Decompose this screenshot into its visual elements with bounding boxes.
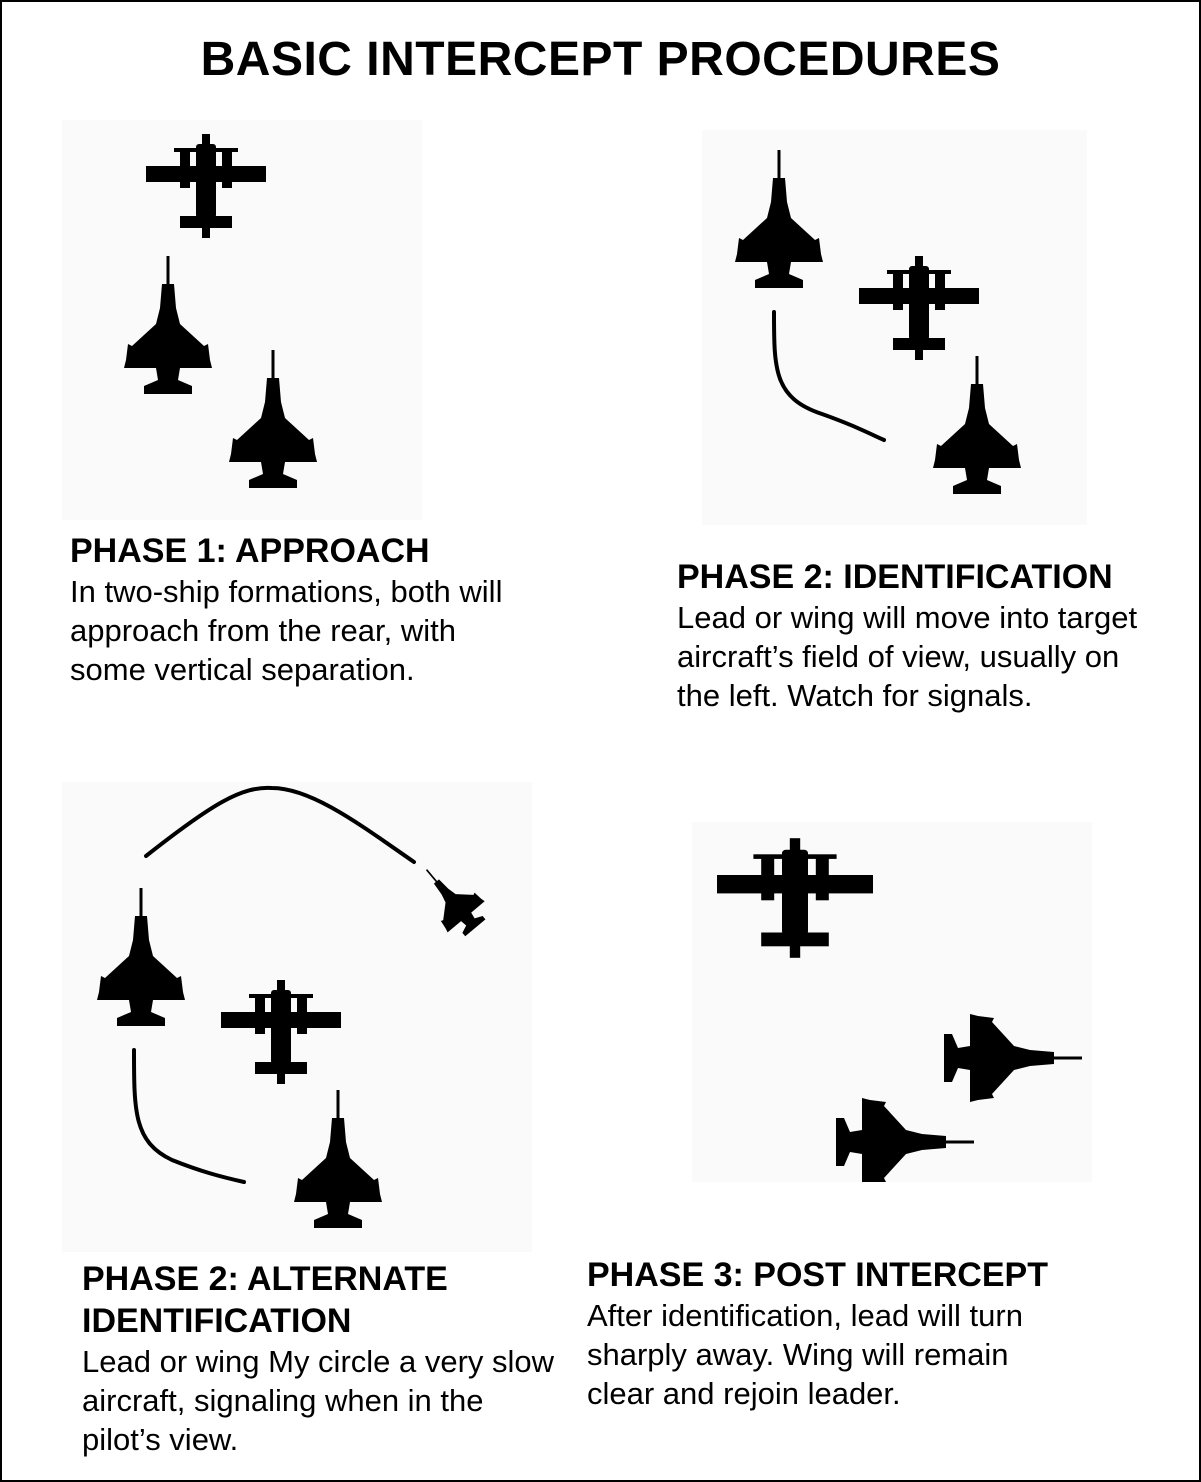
phase2-alternate-illustration <box>62 782 532 1252</box>
phase3-text: After identification, lead will turn sha… <box>587 1298 1023 1411</box>
page-title: BASIC INTERCEPT PROCEDURES <box>200 33 1001 86</box>
phase2-text: Lead or wing will move into target aircr… <box>677 600 1138 713</box>
phase2-heading: PHASE 2: IDENTIFICATION <box>677 558 1113 596</box>
phase3-caption: PHASE 3: POST INTERCEPT After identifica… <box>587 1254 1127 1413</box>
circling-path-line <box>144 785 416 864</box>
flight-path-line <box>132 1048 246 1184</box>
phase2-alternate-heading-line1: PHASE 2: ALTERNATE <box>82 1260 448 1298</box>
phase2-alternate-caption: PHASE 2: ALTERNATE IDENTIFICATION Lead o… <box>82 1258 562 1459</box>
phase1-illustration <box>62 120 422 520</box>
phase1-heading: PHASE 1: APPROACH <box>70 532 430 570</box>
phase2-caption: PHASE 2: IDENTIFICATION Lead or wing wil… <box>677 556 1192 715</box>
phase2-alternate-text: Lead or wing My circle a very slow aircr… <box>82 1344 555 1457</box>
phase3-heading: PHASE 3: POST INTERCEPT <box>587 1256 1048 1294</box>
phase3-illustration <box>692 822 1092 1182</box>
phase1-caption: PHASE 1: APPROACH In two-ship formations… <box>70 530 540 689</box>
phase1-text: In two-ship formations, both will approa… <box>70 574 503 687</box>
phase2-illustration <box>702 130 1087 525</box>
flight-path-line <box>772 310 886 442</box>
phase2-alternate-heading-line2: IDENTIFICATION <box>82 1302 352 1340</box>
